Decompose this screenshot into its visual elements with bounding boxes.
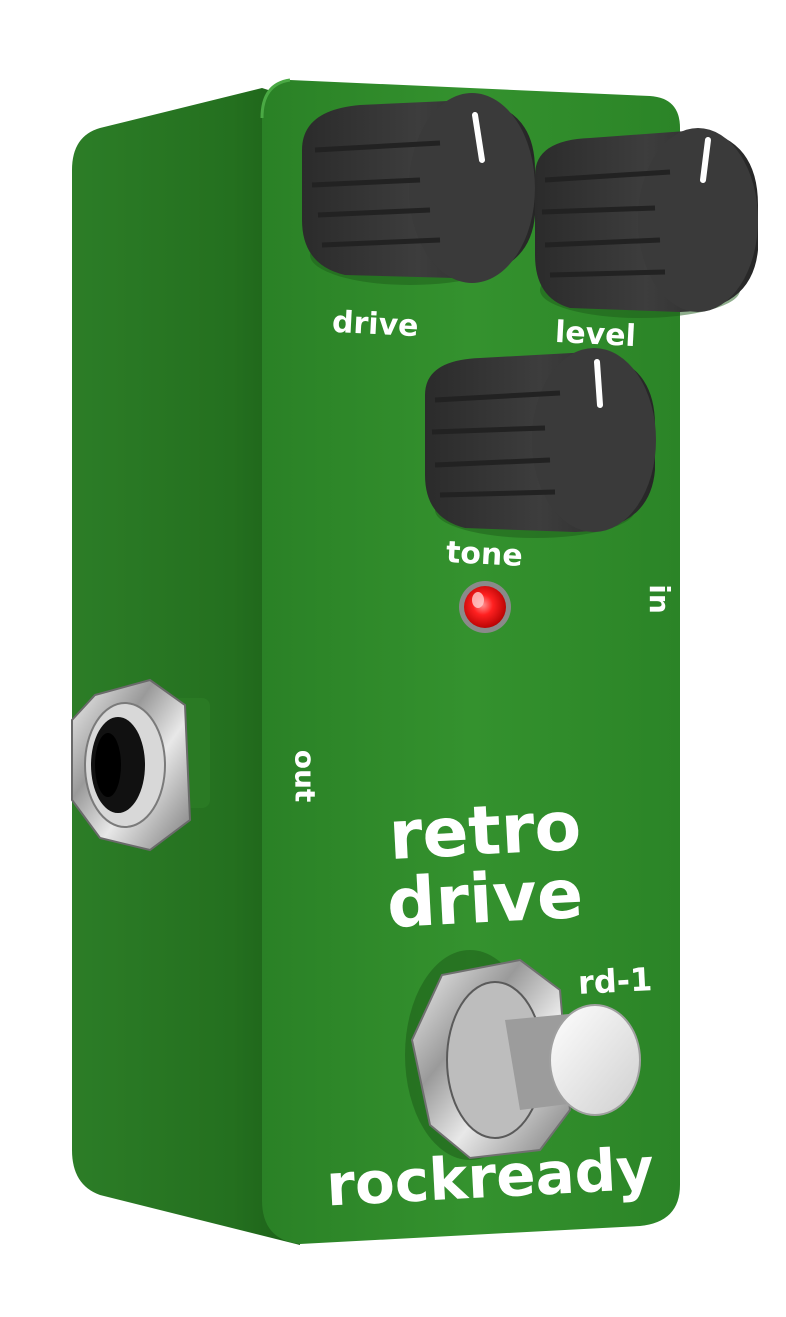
brand-logo: rockready (324, 1134, 656, 1220)
output-jack[interactable] (71, 678, 210, 852)
enclosure-side (72, 88, 300, 1245)
drive-knob-pointer (472, 112, 485, 163)
pedal-name-line2: drive (385, 854, 585, 945)
drive-label: drive (331, 304, 420, 345)
level-knob-pointer (700, 137, 711, 183)
tone-label: tone (445, 535, 524, 574)
drive-knob[interactable] (302, 93, 535, 285)
enclosure-edge (260, 78, 291, 119)
status-led (459, 581, 511, 633)
tone-knob[interactable] (425, 348, 656, 538)
tone-knob-pointer (594, 359, 603, 408)
model-label: rd-1 (577, 960, 654, 1002)
output-jack-label: out (288, 749, 322, 803)
level-knob[interactable] (535, 128, 758, 318)
level-label: level (554, 314, 637, 355)
footswitch[interactable] (405, 950, 641, 1160)
input-jack-label: in (642, 584, 676, 614)
